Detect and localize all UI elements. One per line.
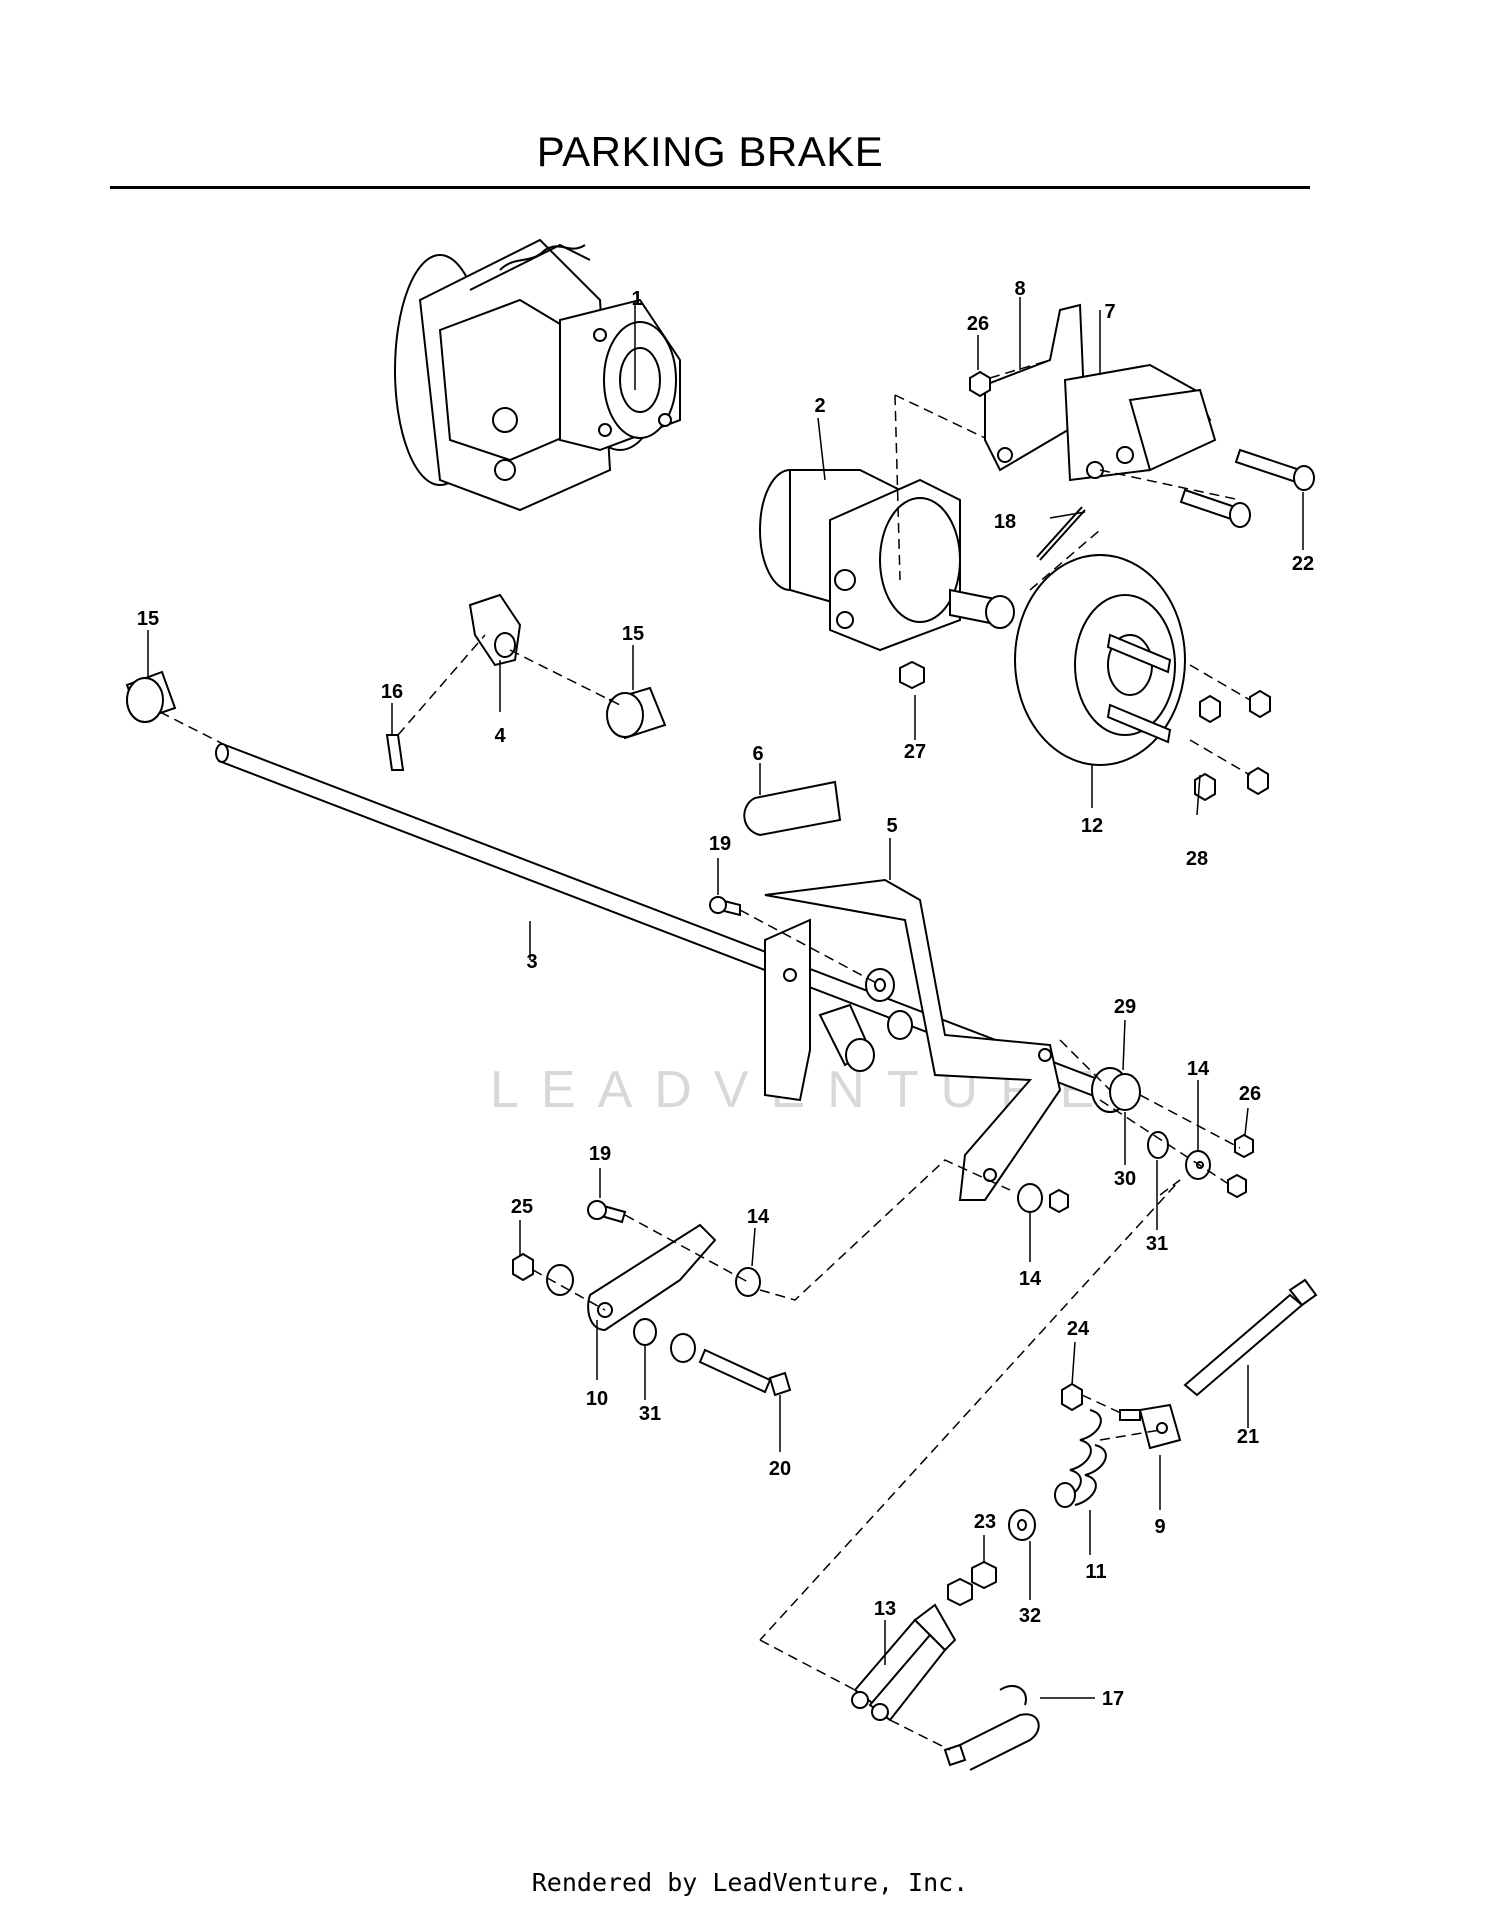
part-1-motor-brake-assembly[interactable] <box>394 238 681 512</box>
callout-25: 25 <box>511 1196 533 1218</box>
part-6-pedal-pad[interactable] <box>743 780 842 837</box>
part-lever-clevis[interactable] <box>818 1003 875 1072</box>
part-14-washer-lower[interactable] <box>735 1267 761 1297</box>
part-24-jam-nut[interactable] <box>1061 1382 1083 1412</box>
part-22-bolts[interactable] <box>1179 448 1315 528</box>
assembly-guide-lines <box>159 359 1251 1751</box>
part-32-washer[interactable] <box>1008 1509 1036 1541</box>
callout-31a: 31 <box>1146 1233 1168 1255</box>
part-4-brake-arm[interactable] <box>468 593 522 667</box>
callout-30: 30 <box>1114 1168 1136 1190</box>
callout-21: 21 <box>1237 1426 1259 1448</box>
part-21-brake-rod[interactable] <box>1183 1278 1318 1397</box>
part-26-nut-upper[interactable] <box>969 370 991 398</box>
part-20-bolt[interactable] <box>670 1333 792 1397</box>
callout-10: 10 <box>586 1388 608 1410</box>
part-18-cotter-pin[interactable] <box>1036 506 1086 561</box>
title-divider <box>110 186 1310 189</box>
part-12-brake-rotor[interactable] <box>1014 554 1186 766</box>
callout-19b: 19 <box>589 1143 611 1165</box>
footer-credit: Rendered by LeadVenture, Inc. <box>531 1868 969 1897</box>
callout-14c: 14 <box>747 1206 770 1228</box>
callout-3: 3 <box>526 951 537 973</box>
callout-labels: 1 2 3 4 5 6 7 8 9 10 11 12 13 14 14 14 1… <box>137 278 1314 1710</box>
callout-leader-lines <box>147 297 1304 1699</box>
part-19-bolt-upper[interactable] <box>709 896 741 917</box>
callout-2: 2 <box>814 395 825 417</box>
page-title: PARKING BRAKE <box>536 128 884 175</box>
callout-12: 12 <box>1081 815 1103 837</box>
callout-9: 9 <box>1154 1516 1165 1538</box>
callout-22: 22 <box>1292 553 1314 575</box>
callout-6: 6 <box>752 743 763 765</box>
part-14-washer-right[interactable] <box>1185 1150 1211 1180</box>
callout-17: 17 <box>1102 1688 1124 1710</box>
callout-20: 20 <box>769 1458 791 1480</box>
callout-15a: 15 <box>137 608 159 630</box>
part-15-bushing-left[interactable] <box>125 670 177 723</box>
callout-14b: 14 <box>1019 1268 1042 1290</box>
callout-29: 29 <box>1114 996 1136 1018</box>
part-25-nut[interactable] <box>512 1252 574 1296</box>
callout-5: 5 <box>886 815 897 837</box>
callout-26b: 26 <box>1239 1083 1261 1105</box>
part-washer-shaft[interactable] <box>865 968 913 1040</box>
callout-27: 27 <box>904 741 926 763</box>
callout-13: 13 <box>874 1598 896 1620</box>
part-17-hairpin-clip[interactable] <box>943 1685 1040 1771</box>
callout-1: 1 <box>631 288 642 310</box>
part-lever-plate[interactable] <box>764 918 811 1102</box>
callout-32: 32 <box>1019 1605 1041 1627</box>
callout-14a: 14 <box>1187 1058 1210 1080</box>
part-14-washer-middle[interactable] <box>1017 1183 1043 1213</box>
callout-18: 18 <box>994 511 1016 533</box>
callout-31b: 31 <box>639 1403 661 1425</box>
part-8-caliper-bracket[interactable] <box>984 303 1087 472</box>
part-10-brake-link[interactable] <box>587 1223 717 1332</box>
callout-7: 7 <box>1104 301 1115 323</box>
part-nut-middle[interactable] <box>1049 1188 1069 1214</box>
callout-11: 11 <box>1085 1561 1106 1583</box>
callout-4: 4 <box>494 725 506 747</box>
part-16-roll-pin[interactable] <box>385 734 405 771</box>
callout-24: 24 <box>1067 1318 1090 1340</box>
part-29-spacer[interactable] <box>1091 1067 1141 1113</box>
callout-15b: 15 <box>622 623 644 645</box>
part-7-brake-caliper[interactable] <box>1063 363 1217 482</box>
callout-26a: 26 <box>967 313 989 335</box>
part-13-clevis[interactable] <box>851 1603 957 1722</box>
callout-28: 28 <box>1186 848 1208 870</box>
part-23-nuts[interactable] <box>947 1560 997 1607</box>
part-27-nut[interactable] <box>899 660 925 690</box>
part-15-bushing-right[interactable] <box>606 686 667 740</box>
part-26-nut-right[interactable] <box>1227 1133 1254 1199</box>
part-9-trunnion[interactable] <box>1119 1403 1182 1450</box>
callout-8: 8 <box>1014 278 1025 300</box>
callout-16: 16 <box>381 681 403 703</box>
part-19-bolt-lower[interactable] <box>587 1200 627 1224</box>
part-31-ring-right[interactable] <box>1147 1131 1169 1159</box>
part-11-spring[interactable] <box>1054 1409 1107 1508</box>
part-31-ring-lower[interactable] <box>633 1318 657 1346</box>
callout-23: 23 <box>974 1511 996 1533</box>
part-2-hydraulic-motor[interactable] <box>759 469 1015 652</box>
part-28-lug-nuts[interactable] <box>1194 689 1271 802</box>
callout-19a: 19 <box>709 833 731 855</box>
